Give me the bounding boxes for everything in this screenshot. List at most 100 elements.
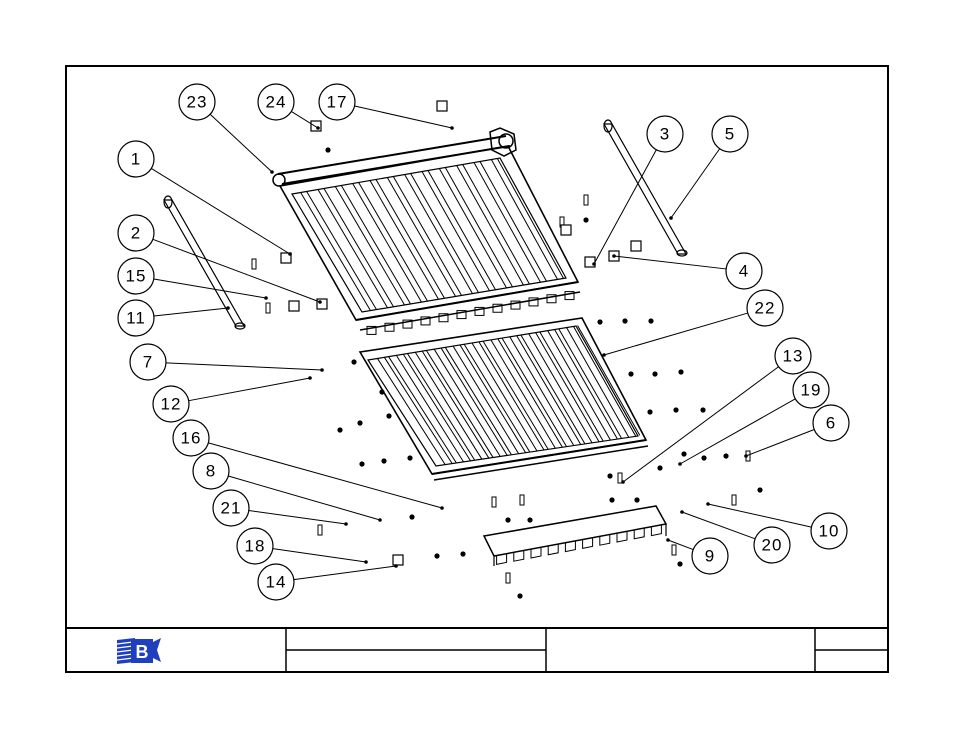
callout-number-17: 17 [327, 93, 348, 112]
callout-number-13: 13 [783, 347, 804, 366]
hardware-dot [622, 318, 628, 324]
leader-lines [151, 105, 815, 581]
leader-line-4 [613, 255, 727, 270]
hardware-dot [607, 473, 613, 479]
leader-line-19 [679, 398, 796, 465]
hardware-dot [527, 517, 533, 523]
callout-balloon-11 [117, 299, 155, 337]
hardware-dot [757, 487, 763, 493]
hardware-block [560, 224, 572, 236]
drawing-border [65, 65, 889, 673]
callout-balloon-20 [753, 526, 791, 564]
hardware-pin [505, 572, 511, 584]
leader-line-13 [622, 366, 779, 483]
leader-tip-7 [320, 368, 324, 372]
callout-balloon-15 [117, 257, 155, 295]
company-logo: B [116, 638, 161, 664]
hardware-dot [325, 147, 331, 153]
hardware-pin [671, 544, 677, 556]
hardware-dot [409, 514, 415, 520]
callout-number-10: 10 [819, 522, 840, 541]
leader-line-14 [293, 565, 397, 581]
leader-tip-17 [450, 126, 454, 130]
hardware-dot [597, 319, 603, 325]
hardware-pin [265, 302, 271, 314]
callout-number-16: 16 [181, 429, 202, 448]
callout-number-23: 23 [187, 93, 208, 112]
hardware-dot [609, 497, 615, 503]
leader-line-6 [745, 429, 815, 457]
callout-balloon-14 [257, 563, 295, 601]
callout-balloon-12 [152, 385, 190, 423]
callout-balloon-16 [172, 419, 210, 457]
callout-balloon-17 [318, 83, 356, 121]
leader-line-15 [153, 278, 267, 299]
callout-number-5: 5 [725, 125, 735, 144]
callout-balloon-13 [774, 337, 812, 375]
hardware-dot [379, 389, 385, 395]
leader-tip-24 [316, 126, 320, 130]
leader-line-1 [151, 168, 291, 255]
callout-balloon-21 [212, 489, 250, 527]
hardware-dot [583, 217, 589, 223]
leader-tip-10 [706, 502, 710, 506]
leader-tip-14 [394, 564, 398, 568]
hardware-pin [583, 194, 589, 206]
hardware-pin [519, 494, 525, 506]
leader-tip-2 [318, 300, 322, 304]
leader-tip-21 [344, 522, 348, 526]
callout-balloon-22 [746, 289, 784, 327]
leader-line-9 [667, 539, 694, 551]
leader-line-8 [228, 475, 381, 521]
leader-line-7 [165, 362, 323, 371]
leader-line-18 [272, 548, 367, 563]
leader-line-17 [354, 105, 453, 129]
hardware-dot [505, 517, 511, 523]
callout-balloon-3 [646, 115, 684, 153]
callout-number-8: 8 [206, 462, 216, 481]
callout-number-6: 6 [826, 414, 836, 433]
leader-line-23 [209, 113, 273, 173]
leader-line-24 [291, 111, 319, 129]
hardware-parts [251, 100, 763, 599]
callout-balloon-18 [236, 527, 274, 565]
hardware-dot [652, 371, 658, 377]
strap-right [602, 119, 688, 257]
hardware-pin [731, 494, 737, 506]
top-frame-assembly [272, 127, 581, 335]
hardware-dot [681, 451, 687, 457]
leader-line-2 [152, 238, 321, 303]
hardware-dot [359, 461, 365, 467]
leader-tip-4 [612, 254, 616, 258]
callout-number-3: 3 [660, 125, 670, 144]
leader-tip-9 [666, 538, 670, 542]
callout-number-9: 9 [705, 547, 715, 566]
callout-number-2: 2 [131, 224, 141, 243]
callout-balloon-6 [812, 404, 850, 442]
callout-number-19: 19 [801, 381, 822, 400]
middle-panel [358, 317, 649, 481]
hardware-dot [648, 318, 654, 324]
leader-line-20 [681, 511, 756, 540]
leader-line-11 [153, 307, 229, 317]
hardware-block [310, 120, 322, 132]
callout-number-11: 11 [126, 309, 146, 328]
hardware-block [316, 298, 328, 310]
callout-number-20: 20 [762, 536, 783, 555]
hardware-block [280, 252, 292, 264]
leader-tip-6 [744, 454, 748, 458]
leader-tip-16 [440, 506, 444, 510]
callout-number-7: 7 [143, 353, 153, 372]
callout-number-1: 1 [131, 150, 141, 169]
hardware-dot [678, 369, 684, 375]
hardware-dot [701, 455, 707, 461]
callout-number-24: 24 [266, 93, 287, 112]
callout-balloon-10 [810, 512, 848, 550]
callout-number-21: 21 [221, 499, 242, 518]
leader-line-5 [670, 148, 721, 219]
logo-letter: B [136, 642, 149, 662]
leader-tip-5 [669, 216, 673, 220]
hardware-dot [351, 359, 357, 365]
